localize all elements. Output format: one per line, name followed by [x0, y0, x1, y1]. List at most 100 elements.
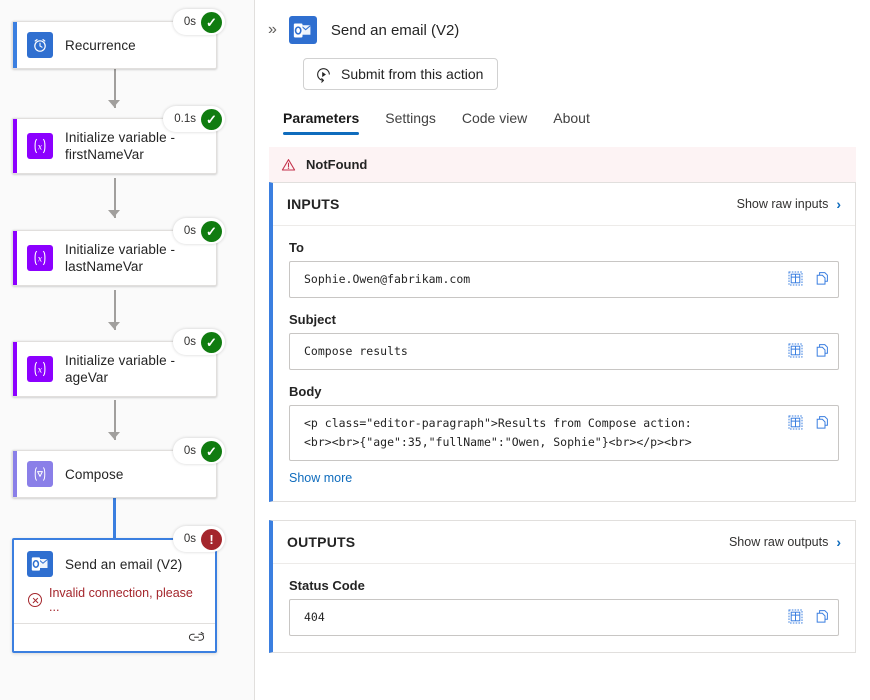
table-view-icon[interactable]: [788, 609, 803, 624]
status-pill-firstnamevar: 0.1s ✓: [163, 106, 225, 132]
node-compose[interactable]: 0s ✓ Compose: [12, 438, 225, 498]
connector-1: [114, 68, 116, 108]
details-panel: » Send an email (V2): [255, 0, 870, 700]
variable-icon: x: [27, 245, 53, 271]
node-send-an-email[interactable]: 0s ! Send an email (V2): [12, 526, 225, 653]
node-title: Initialize variable - ageVar: [65, 353, 176, 385]
connector-arrow-2: [108, 210, 120, 217]
chevron-right-icon: ›: [836, 196, 841, 212]
field-box[interactable]: Sophie.Owen@fabrikam.com: [289, 261, 839, 298]
connector-5-selected: [113, 495, 116, 540]
success-badge-icon: ✓: [201, 11, 222, 33]
clock-icon: [27, 32, 53, 58]
node-recurrence[interactable]: 0s ✓ Recurrence: [12, 9, 225, 69]
tab-about[interactable]: About: [553, 110, 590, 126]
connector-3: [114, 290, 116, 330]
outlook-icon: [288, 16, 317, 44]
show-raw-inputs-link[interactable]: Show raw inputs ›: [737, 196, 841, 212]
inputs-section: INPUTS Show raw inputs › To Sophie.Owen@…: [269, 182, 856, 502]
copy-icon[interactable]: [815, 415, 830, 430]
node-initialize-lastnamevar[interactable]: 0s ✓ x Initialize variable - lastNameVar: [12, 218, 225, 286]
field-box[interactable]: 404: [289, 599, 839, 636]
status-pill-compose: 0s ✓: [172, 438, 225, 464]
status-pill-agevar: 0s ✓: [172, 329, 225, 355]
status-pill-lastnamevar: 0s ✓: [172, 218, 225, 244]
alert-text: NotFound: [306, 157, 368, 172]
field-subject: Subject Compose results: [289, 312, 839, 370]
node-title: Initialize variable - lastNameVar: [65, 242, 176, 274]
submit-from-this-action-button[interactable]: Submit from this action: [303, 58, 499, 90]
node-title: Compose: [65, 466, 124, 482]
connector-2: [114, 178, 116, 218]
duration-label: 0s: [183, 533, 196, 545]
tab-code-view[interactable]: Code view: [461, 110, 528, 126]
error-badge-icon: !: [201, 528, 222, 550]
chevron-right-icon: ›: [836, 534, 841, 550]
field-value: 404: [304, 610, 325, 624]
variable-icon: x: [27, 356, 53, 382]
duration-label: 0.1s: [174, 113, 196, 125]
panel-tabs[interactable]: Parameters Settings Code view About: [267, 110, 854, 135]
copy-icon[interactable]: [815, 609, 830, 624]
submit-button-label: Submit from this action: [341, 66, 484, 82]
workflow-canvas[interactable]: 0s ✓ Recurrence 0.1s ✓: [0, 0, 255, 700]
error-circle-icon: [28, 593, 42, 607]
svg-text:x: x: [38, 142, 43, 151]
outputs-section: OUTPUTS Show raw outputs › Status Code 4…: [269, 520, 856, 653]
outputs-heading: OUTPUTS: [287, 534, 356, 550]
field-label: Status Code: [289, 578, 365, 593]
panel-header: » Send an email (V2): [255, 0, 870, 135]
status-pill-recurrence: 0s ✓: [172, 9, 225, 35]
field-value: Compose results: [304, 344, 408, 358]
success-badge-icon: ✓: [201, 108, 222, 130]
node-footer: [14, 623, 215, 651]
panel-content: NotFound INPUTS Show raw inputs › To Sop…: [255, 135, 870, 653]
success-badge-icon: ✓: [201, 440, 222, 462]
field-label: Body: [289, 384, 322, 399]
collapse-panel-icon[interactable]: »: [268, 21, 277, 38]
show-raw-inputs-label: Show raw inputs: [736, 197, 829, 211]
field-box[interactable]: <p class="editor-paragraph">Results from…: [289, 405, 839, 461]
warning-triangle-icon: [281, 158, 296, 172]
duration-label: 0s: [183, 225, 196, 237]
field-label: To: [289, 240, 304, 255]
compose-icon: [27, 461, 53, 487]
table-view-icon[interactable]: [788, 415, 803, 430]
inputs-heading: INPUTS: [287, 196, 340, 212]
connector-4: [114, 400, 116, 440]
duration-label: 0s: [183, 336, 196, 348]
tab-settings[interactable]: Settings: [385, 110, 436, 126]
run-play-icon: [315, 66, 332, 83]
copy-icon[interactable]: [815, 343, 830, 358]
field-to: To Sophie.Owen@fabrikam.com: [289, 240, 839, 298]
svg-text:x: x: [38, 254, 43, 263]
field-status-code: Status Code 404: [289, 578, 839, 636]
status-pill-send-an-email: 0s !: [172, 526, 225, 552]
broken-link-icon[interactable]: [188, 631, 205, 644]
node-initialize-firstnamevar[interactable]: 0.1s ✓ x Initialize variable - firstName…: [12, 106, 225, 174]
connector-arrow-3: [108, 322, 120, 329]
field-value: Sophie.Owen@fabrikam.com: [304, 272, 471, 286]
copy-icon[interactable]: [815, 271, 830, 286]
duration-label: 0s: [183, 16, 196, 28]
svg-text:x: x: [38, 365, 43, 374]
connector-arrow-1: [108, 100, 120, 107]
success-badge-icon: ✓: [201, 331, 222, 353]
node-title: Recurrence: [65, 37, 136, 53]
connector-arrow-4: [108, 432, 120, 439]
field-value: <p class="editor-paragraph">Results from…: [304, 416, 692, 449]
table-view-icon[interactable]: [788, 343, 803, 358]
success-badge-icon: ✓: [201, 220, 222, 242]
field-box[interactable]: Compose results: [289, 333, 839, 370]
error-text: Invalid connection, please ...: [49, 586, 193, 614]
show-more-link[interactable]: Show more: [289, 471, 353, 485]
table-view-icon[interactable]: [788, 271, 803, 286]
notfound-alert: NotFound: [269, 147, 856, 182]
tab-parameters[interactable]: Parameters: [283, 110, 360, 135]
node-error-message: Invalid connection, please ...: [14, 586, 215, 623]
node-initialize-agevar[interactable]: 0s ✓ x Initialize variable - ageVar: [12, 329, 225, 397]
show-raw-outputs-link[interactable]: Show raw outputs ›: [729, 534, 841, 550]
panel-title: Send an email (V2): [330, 21, 460, 39]
node-title: Initialize variable - firstNameVar: [65, 130, 176, 162]
variable-icon: x: [27, 133, 53, 159]
